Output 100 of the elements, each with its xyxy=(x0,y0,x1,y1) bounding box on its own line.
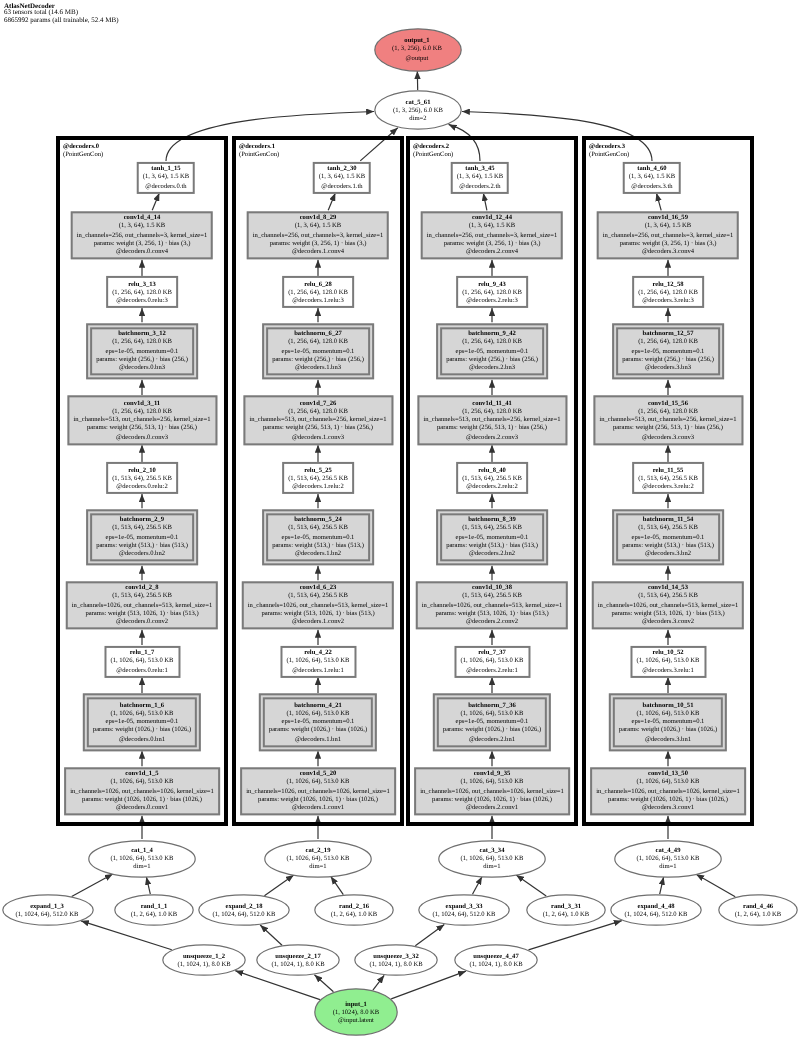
arrow xyxy=(488,676,496,694)
conv-layer-box xyxy=(590,766,746,816)
batchnorm-layer-box xyxy=(612,508,724,566)
conv-layer-box xyxy=(417,395,567,445)
relu-layer-box xyxy=(106,275,178,309)
tanh-layer-box xyxy=(312,160,372,194)
arrow xyxy=(664,815,672,840)
arrow xyxy=(515,874,547,897)
arrow xyxy=(488,629,496,646)
batchnorm-layer-box xyxy=(82,693,202,751)
arrow xyxy=(488,493,496,509)
arrow xyxy=(359,127,399,162)
module-cluster xyxy=(56,136,228,826)
conv-layer-box xyxy=(414,766,570,816)
relu-layer-box xyxy=(454,644,530,678)
arrow xyxy=(138,676,146,694)
module-cluster xyxy=(582,136,754,826)
tensor-op-ellipse xyxy=(198,894,290,926)
arrow xyxy=(488,750,496,767)
tanh-layer-box xyxy=(450,160,510,194)
arrow xyxy=(664,676,672,694)
conv-layer-box xyxy=(591,580,745,630)
tensor-op-ellipse xyxy=(256,944,340,976)
batchnorm-layer-box xyxy=(258,693,378,751)
module-cluster xyxy=(232,136,404,826)
relu-layer-box xyxy=(104,644,180,678)
arrow xyxy=(488,307,496,323)
batchnorm-layer-box xyxy=(612,322,724,380)
output-ellipse xyxy=(373,27,461,71)
arrow xyxy=(664,629,672,646)
tensor-op-ellipse xyxy=(354,944,438,976)
arrow xyxy=(655,192,662,211)
arrow xyxy=(664,444,672,463)
arrow xyxy=(138,750,146,767)
cat-op-ellipse xyxy=(374,90,462,130)
conv-layer-box xyxy=(596,210,740,260)
arrow xyxy=(390,970,467,1000)
arrow xyxy=(234,970,321,1001)
conv-layer-box xyxy=(420,210,564,260)
tensor-op-ellipse xyxy=(314,894,394,926)
arrow xyxy=(314,750,322,767)
cat-op-ellipse xyxy=(438,839,546,877)
batchnorm-layer-box xyxy=(432,693,552,751)
arrow xyxy=(664,750,672,767)
arrow xyxy=(314,676,322,694)
arrow xyxy=(138,565,146,581)
relu-layer-box xyxy=(282,461,354,495)
batchnorm-layer-box xyxy=(608,693,728,751)
arrow xyxy=(658,876,665,895)
conv-layer-box xyxy=(64,766,220,816)
relu-layer-box xyxy=(106,461,178,495)
arrow xyxy=(138,493,146,509)
arrow xyxy=(138,307,146,323)
arrow xyxy=(314,444,322,463)
conv-layer-box xyxy=(246,210,390,260)
arrow xyxy=(664,379,672,396)
conv-layer-box xyxy=(240,766,396,816)
arrow xyxy=(695,873,736,898)
arrow xyxy=(263,874,295,897)
arrow xyxy=(138,629,146,646)
conv-layer-box xyxy=(241,580,395,630)
arrow xyxy=(138,444,146,463)
input-ellipse xyxy=(314,988,398,1036)
arrow xyxy=(138,379,146,396)
arrow xyxy=(488,379,496,396)
arrow xyxy=(314,629,322,646)
arrow xyxy=(314,259,322,277)
arrow xyxy=(313,974,335,993)
tanh-layer-box xyxy=(136,160,196,194)
batchnorm-layer-box xyxy=(436,508,548,566)
tensor-op-ellipse xyxy=(526,894,606,926)
arrow xyxy=(145,876,152,895)
arrow xyxy=(314,565,322,581)
arrow xyxy=(151,192,160,211)
tensor-op-ellipse xyxy=(454,944,538,976)
arrow xyxy=(414,923,445,947)
relu-layer-box xyxy=(282,275,354,309)
arrow xyxy=(330,875,344,896)
arrow xyxy=(314,815,322,840)
arrow xyxy=(314,307,322,323)
relu-layer-box xyxy=(456,275,528,309)
tanh-layer-box xyxy=(622,160,682,194)
relu-layer-box xyxy=(632,461,704,495)
tensor-op-ellipse xyxy=(610,894,702,926)
arrow xyxy=(165,108,375,162)
conv-layer-box xyxy=(70,210,214,260)
arrow xyxy=(664,259,672,277)
batchnorm-layer-box xyxy=(436,322,548,380)
arrow xyxy=(314,493,322,509)
arrow xyxy=(138,815,146,840)
arrow xyxy=(664,493,672,509)
tensor-op-ellipse xyxy=(718,894,798,926)
cat-op-ellipse xyxy=(614,839,722,877)
arrow xyxy=(471,876,483,895)
batchnorm-layer-box xyxy=(262,508,374,566)
arrow xyxy=(461,108,653,162)
batchnorm-layer-box xyxy=(86,508,198,566)
arrow xyxy=(327,192,336,211)
conv-layer-box xyxy=(243,395,393,445)
relu-layer-box xyxy=(632,275,704,309)
